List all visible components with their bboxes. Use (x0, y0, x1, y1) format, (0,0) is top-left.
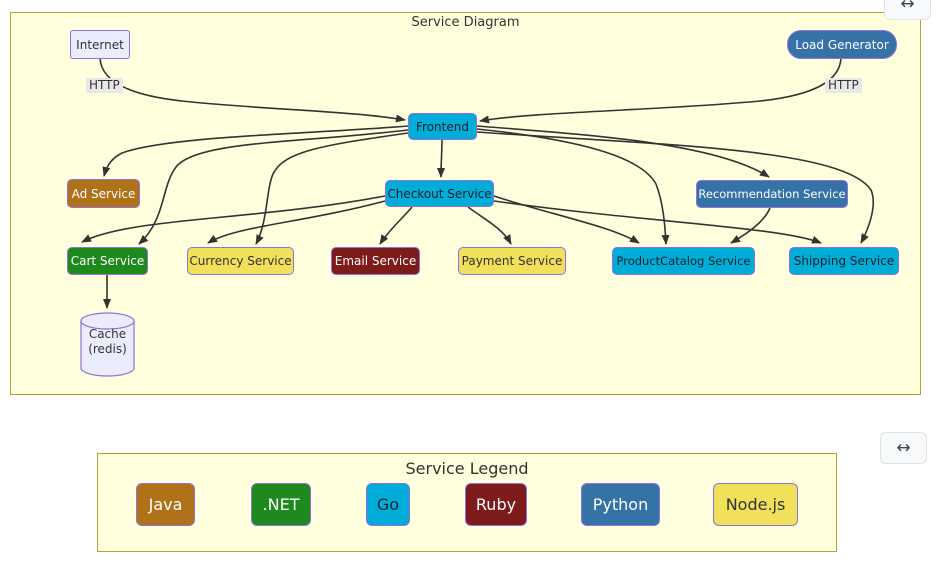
node-cart-service: Cart Service (67, 247, 148, 275)
diagram-title: Service Diagram (411, 15, 520, 30)
node-payment-service: Payment Service (458, 247, 566, 275)
legend-chip-dotnet: .NET (251, 483, 311, 526)
node-frontend: Frontend (408, 113, 477, 140)
node-checkout-service: Checkout Service (385, 180, 494, 207)
node-ad-service: Ad Service (67, 179, 140, 208)
http-label-left: HTTP (86, 78, 123, 93)
node-recommendation-service: Recommendation Service (696, 180, 848, 208)
node-load-generator: Load Generator (787, 30, 897, 59)
node-productcatalog-service: ProductCatalog Service (612, 247, 755, 275)
legend-chip-python: Python (581, 483, 660, 526)
node-currency-service: Currency Service (187, 247, 294, 275)
legend-chip-go: Go (366, 483, 410, 526)
node-internet: Internet (70, 30, 130, 59)
node-shipping-service: Shipping Service (789, 247, 899, 275)
expand-diagram-button[interactable]: ↔ (884, 0, 931, 20)
node-cache: Cache (redis) (80, 311, 135, 378)
legend-chip-ruby: Ruby (465, 483, 527, 526)
legend-chip-nodejs: Node.js (713, 483, 798, 526)
expand-legend-button[interactable]: ↔ (880, 432, 927, 464)
cache-label-line2: (redis) (88, 342, 127, 356)
resize-horizontal-icon: ↔ (896, 438, 911, 458)
cylinder-shape (80, 312, 135, 377)
http-label-right: HTTP (825, 78, 862, 93)
legend-title: Service Legend (405, 459, 529, 478)
cache-label-line1: Cache (88, 327, 127, 341)
legend-chip-java: Java (136, 483, 195, 526)
node-email-service: Email Service (331, 247, 420, 275)
resize-horizontal-icon: ↔ (900, 0, 915, 14)
cache-label: Cache (redis) (80, 327, 135, 357)
